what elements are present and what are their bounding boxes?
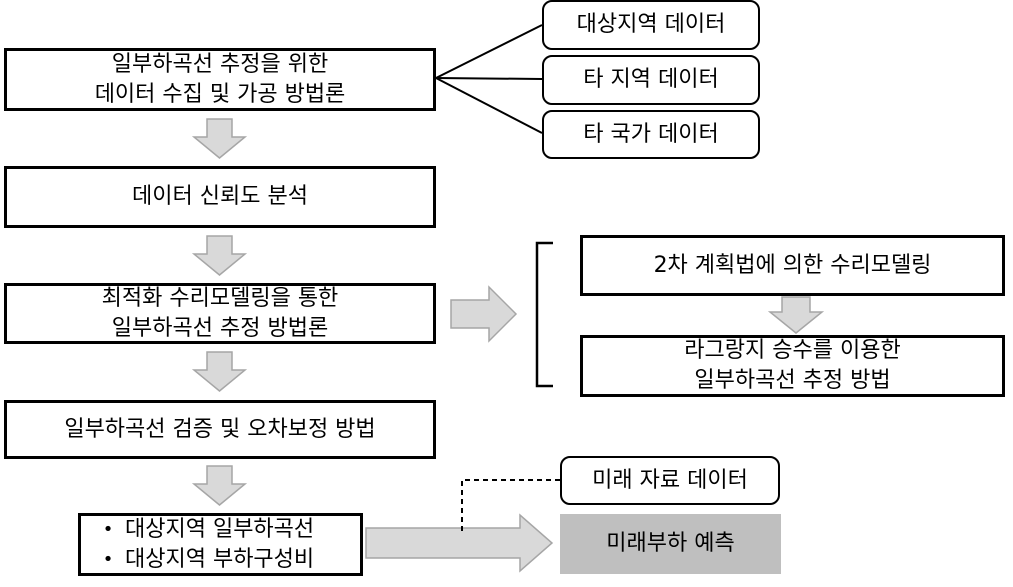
source-label: 타 지역 데이터 — [583, 67, 719, 92]
step2-text: 데이터 신뢰도 분석 — [132, 184, 308, 209]
step3-line2: 일부하곡선 추정 방법론 — [111, 315, 329, 341]
dashed-connector-future-data — [461, 479, 560, 535]
step3-line1: 최적화 수리모델링을 통한 — [101, 285, 339, 311]
future-data-text: 미래 자료 데이터 — [592, 467, 748, 493]
bullet-text-2: 대상지역 부하구성비 — [125, 546, 315, 572]
step1-line2: 데이터 수집 및 가공 방법론 — [94, 81, 346, 107]
connector-line-source-1 — [435, 24, 543, 79]
forecast-text: 미래부하 예측 — [606, 531, 735, 556]
step5-box: • 대상지역 일부하곡선 • 대상지역 부하구성비 — [78, 513, 363, 576]
source-box-other-region: 타 지역 데이터 — [542, 55, 760, 105]
step4-text: 일부하곡선 검증 및 오차보정 방법 — [64, 416, 376, 442]
modeling-top-text: 2차 계획법에 의한 수리모델링 — [653, 252, 932, 278]
bullet-item: • 대상지역 일부하곡선 — [91, 515, 314, 545]
source-label: 대상지역 데이터 — [576, 12, 726, 37]
bullet-icon: • — [102, 518, 114, 540]
source-label: 타 국가 데이터 — [583, 121, 719, 147]
bullet-icon: • — [102, 548, 114, 570]
step1-box: 일부하곡선 추정을 위한 데이터 수집 및 가공 방법론 — [4, 48, 436, 111]
down-arrow-modeling — [767, 296, 825, 334]
right-arrow-modeling — [450, 285, 518, 343]
modeling-bracket — [535, 241, 553, 388]
down-arrow-1 — [191, 118, 248, 159]
down-arrow-2 — [191, 235, 248, 276]
down-arrow-3 — [191, 351, 248, 392]
forecast-box: 미래부하 예측 — [560, 514, 781, 574]
modeling-bottom-box: 라그랑지 승수를 이용한 일부하곡선 추정 방법 — [580, 335, 1005, 397]
source-box-other-country: 타 국가 데이터 — [542, 110, 760, 159]
modeling-top-box: 2차 계획법에 의한 수리모델링 — [580, 235, 1005, 296]
source-box-target-region: 대상지역 데이터 — [542, 0, 760, 50]
step4-box: 일부하곡선 검증 및 오차보정 방법 — [4, 400, 436, 459]
connector-line-source-3 — [435, 77, 543, 134]
step3-box: 최적화 수리모델링을 통한 일부하곡선 추정 방법론 — [4, 283, 436, 344]
future-data-box: 미래 자료 데이터 — [560, 456, 780, 505]
right-arrow-forecast — [365, 513, 554, 573]
connector-line-source-2 — [435, 77, 543, 80]
modeling-bottom-line2: 일부하곡선 추정 방법 — [694, 368, 891, 393]
bullet-text-1: 대상지역 일부하곡선 — [125, 516, 315, 542]
bullet-item: • 대상지역 부하구성비 — [91, 545, 314, 575]
step1-line1: 일부하곡선 추정을 위한 — [111, 51, 329, 77]
modeling-bottom-line1: 라그랑지 승수를 이용한 — [684, 338, 901, 363]
step2-box: 데이터 신뢰도 분석 — [4, 166, 436, 228]
down-arrow-4 — [191, 465, 248, 506]
